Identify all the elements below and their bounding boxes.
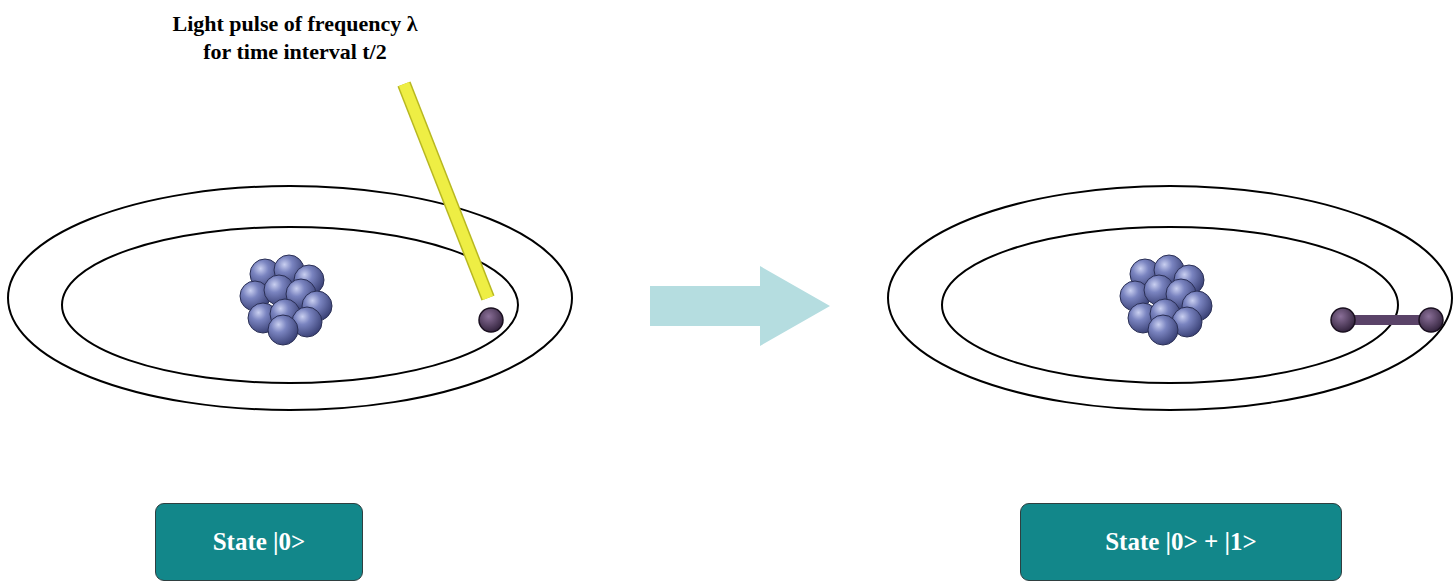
- nucleon: [268, 315, 298, 345]
- transition-arrow: [650, 266, 830, 346]
- state-box: State |0>: [155, 503, 363, 581]
- superposition-bar: [1343, 315, 1431, 325]
- outer-orbit: [888, 186, 1452, 410]
- pulse-annotation: Light pulse of frequency λ for time inte…: [170, 10, 420, 66]
- nucleon: [1148, 315, 1178, 345]
- nucleus: [1120, 255, 1212, 345]
- light-beam-edge: [404, 84, 488, 298]
- electron: [1419, 308, 1443, 332]
- state-label: State |0> + |1>: [1105, 528, 1257, 556]
- state-label: State |0>: [213, 528, 306, 556]
- nucleus: [240, 255, 332, 345]
- electron: [1331, 308, 1355, 332]
- light-beam: [404, 84, 488, 298]
- inner-orbit: [942, 227, 1398, 383]
- electron: [479, 308, 503, 332]
- inner-orbit: [62, 227, 518, 383]
- right-atom: [888, 186, 1452, 410]
- state-box: State |0> + |1>: [1020, 503, 1342, 581]
